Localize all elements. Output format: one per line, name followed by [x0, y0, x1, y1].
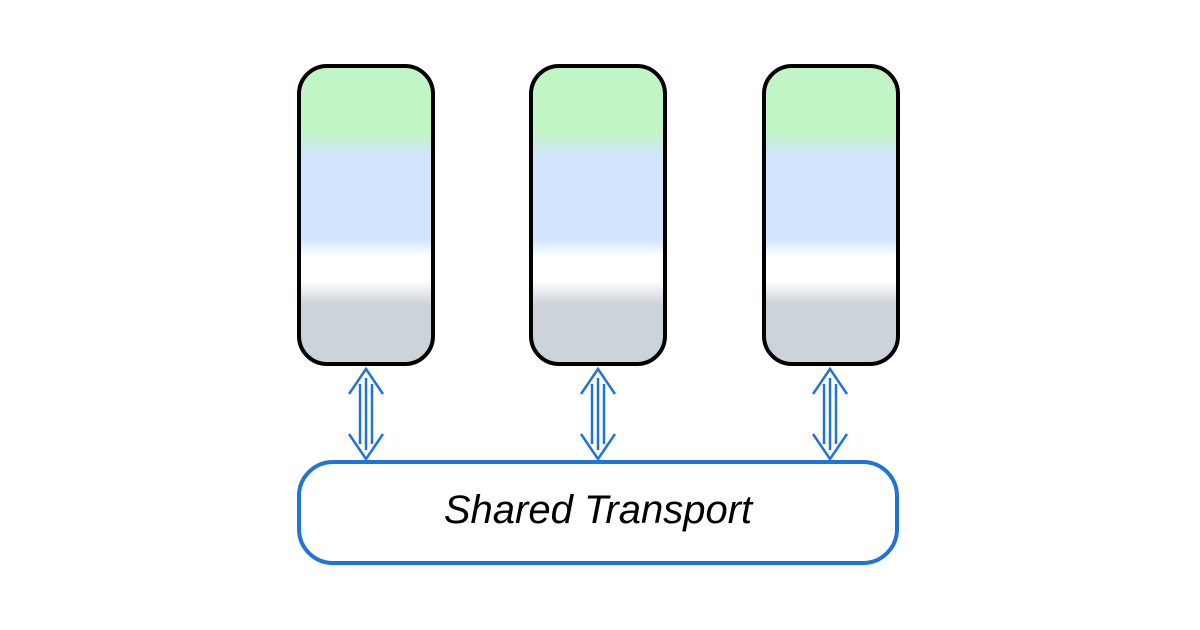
connector-3 — [811, 366, 849, 462]
connector-1 — [347, 366, 385, 462]
shared-transport-box — [297, 460, 899, 565]
stack-1 — [297, 64, 435, 366]
stack-2 — [529, 64, 667, 366]
connector-2 — [579, 366, 617, 462]
stack-3 — [762, 64, 900, 366]
shared-transport-label: Shared Transport — [444, 488, 754, 532]
